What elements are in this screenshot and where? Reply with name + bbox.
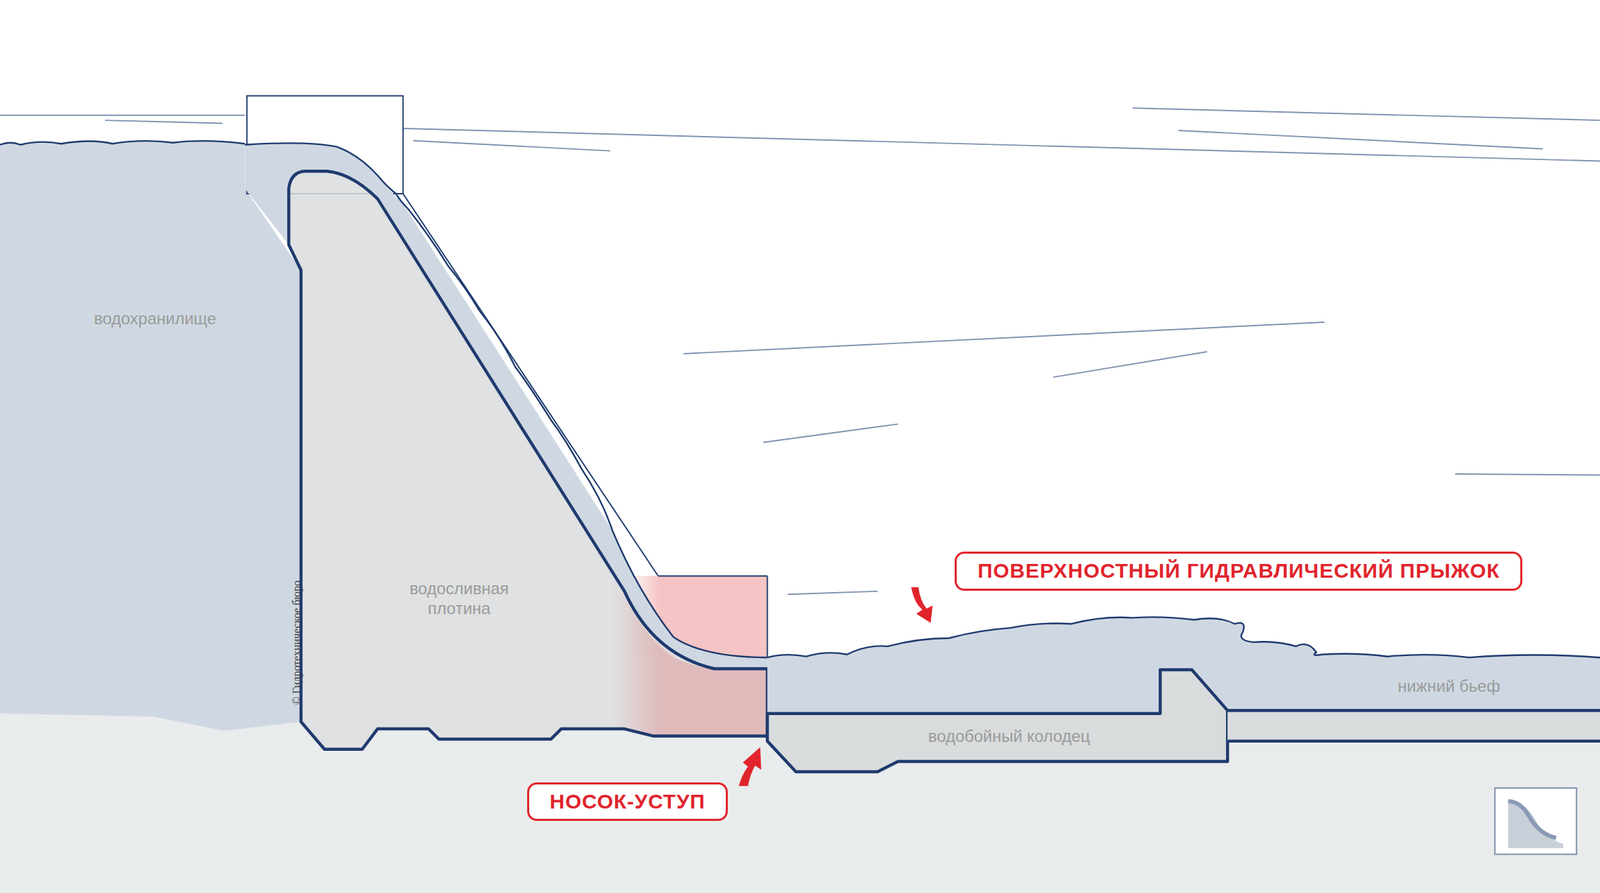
region-label: водобойный колодец bbox=[928, 727, 1091, 748]
region-label: нижний бьеф bbox=[1397, 676, 1501, 697]
region-label: водохранилище bbox=[94, 309, 217, 330]
callout-text: ПОВЕРХНОСТНЫЙ ГИДРАВЛИЧЕСКИЙ ПРЫЖОК bbox=[977, 559, 1500, 584]
callout-text: НОСОК-УСТУП bbox=[549, 790, 706, 815]
callout-box: НОСОК-УСТУП bbox=[527, 782, 729, 822]
watermark: © Гидротехническое бюро bbox=[290, 580, 304, 706]
callout-box: ПОВЕРХНОСТНЫЙ ГИДРАВЛИЧЕСКИЙ ПРЫЖОК bbox=[954, 551, 1523, 592]
region-label: водосливная плотина bbox=[382, 579, 537, 620]
